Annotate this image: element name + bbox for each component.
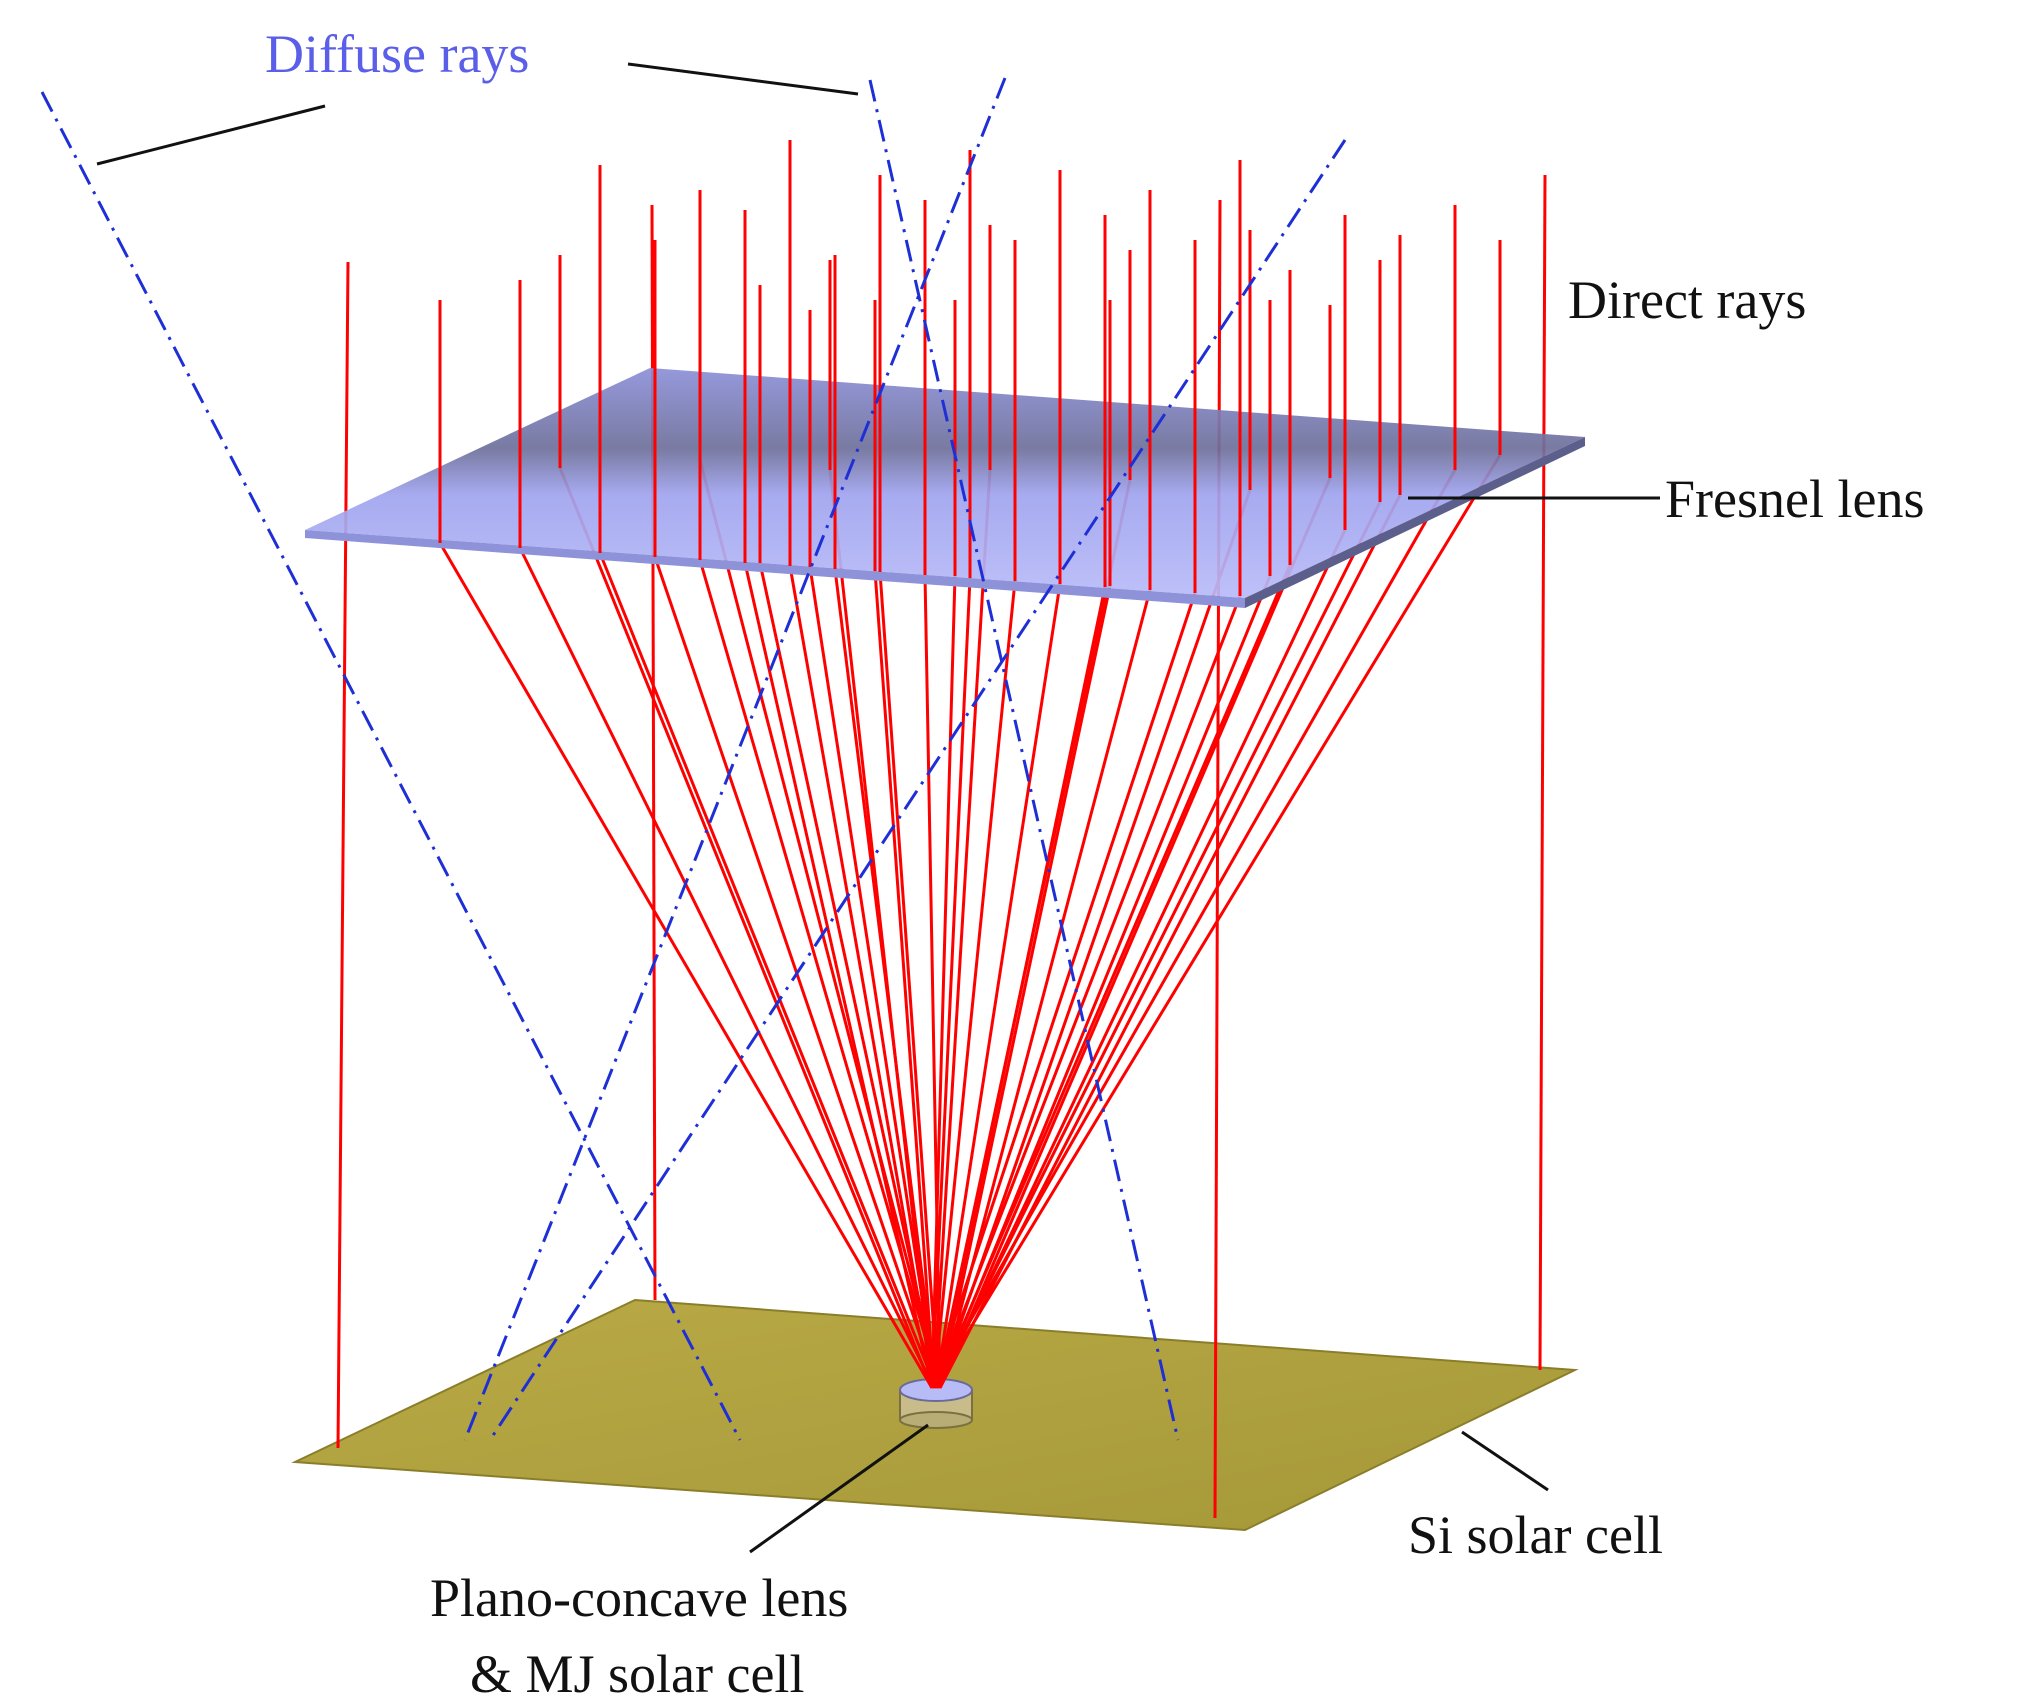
- direct-ray-converging: [934, 501, 1382, 1389]
- direct-ray-converging: [934, 479, 1132, 1389]
- direct-ray-converging: [936, 575, 1272, 1389]
- direct-ray-converging: [938, 585, 1112, 1389]
- direct-ray-converging: [936, 529, 1347, 1389]
- direct-rays-label: Direct rays: [1568, 270, 1806, 330]
- direct-ray-converging: [936, 489, 1252, 1389]
- direct-ray-converging: [930, 577, 972, 1389]
- direct-ray-converging: [438, 542, 934, 1389]
- direct-ray-converging: [930, 592, 1197, 1389]
- plano-concave-label-line1: Plano-concave lens: [430, 1568, 848, 1628]
- direct-ray-converging: [558, 467, 934, 1389]
- diffuse-ray: [868, 79, 1180, 1441]
- direct-ray-converging: [808, 566, 938, 1389]
- direct-ray-converging: [938, 477, 1332, 1389]
- direct-rays: [336, 174, 1547, 1519]
- direct-ray-converging: [788, 565, 936, 1389]
- fresnel-lens-label: Fresnel lens: [1665, 469, 1924, 529]
- direct-ray-converging: [518, 547, 936, 1389]
- plano-concave-label-line2: & MJ solar cell: [470, 1644, 804, 1704]
- direct-ray-converging: [828, 469, 934, 1389]
- direct-ray-converging: [930, 469, 1457, 1389]
- diffuse-rays-label: Diffuse rays: [265, 24, 529, 84]
- direct-ray-converging: [743, 562, 934, 1389]
- plano-concave-label-leader: [749, 1423, 929, 1554]
- si-cell-label-leader: [1461, 1430, 1549, 1492]
- direct-ray-converging: [598, 552, 938, 1389]
- direct-rays-incident: [438, 140, 1502, 596]
- diffuse-ray: [40, 91, 742, 1441]
- direct-ray-converging: [932, 469, 992, 1389]
- fresnel-lens-plate: [305, 368, 1585, 608]
- si-solar-cell-label: Si solar cell: [1408, 1505, 1663, 1565]
- direct-ray-converging: [878, 571, 940, 1389]
- direct-ray-converging: [698, 459, 942, 1389]
- direct-ray-converging: [932, 580, 1017, 1389]
- direct-ray-converging: [930, 575, 957, 1389]
- direct-ray-converging: [934, 583, 1062, 1389]
- direct-ray-straight: [1213, 199, 1222, 1519]
- direct-ray-converging: [873, 570, 936, 1389]
- diffuse-label-leader-left: [96, 104, 326, 166]
- direct-ray-straight: [1538, 174, 1547, 1371]
- diffuse-rays: [40, 77, 1347, 1441]
- direct-ray-converging: [758, 562, 940, 1389]
- direct-ray-straight: [336, 261, 350, 1449]
- diffuse-ray: [463, 77, 1007, 1441]
- diffuse-ray: [488, 139, 1347, 1441]
- diffuse-label-leader-right: [627, 62, 859, 96]
